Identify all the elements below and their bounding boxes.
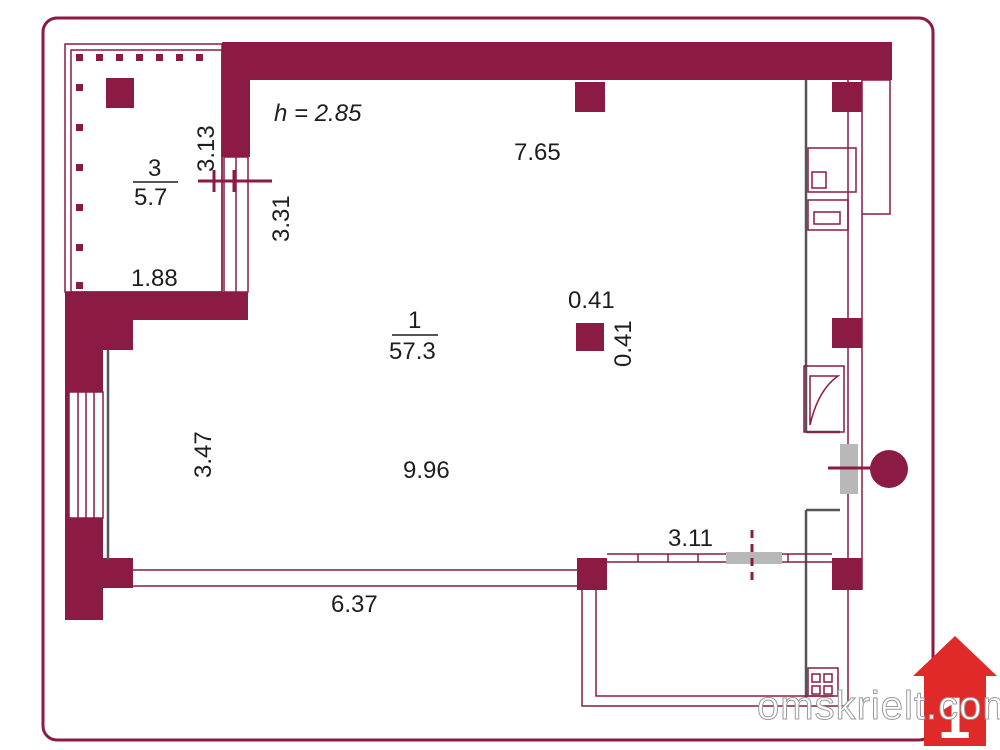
- balcony-door: [726, 530, 782, 584]
- walls: [65, 42, 892, 620]
- wall-left-upper: [222, 42, 250, 157]
- column: [832, 82, 862, 112]
- thin-walls: [106, 80, 840, 700]
- dimension-label: 0.41: [568, 287, 615, 314]
- dimension-label: 3.11: [668, 525, 713, 552]
- loggia-lower-right: [581, 590, 849, 707]
- dimension-label: 9.96: [403, 457, 450, 484]
- balcony-room-3: [64, 43, 223, 293]
- room-number: 3: [148, 155, 161, 182]
- column: [103, 558, 133, 588]
- room-area: 57.3: [389, 338, 436, 365]
- balcony-posts: [76, 54, 203, 289]
- wall-top: [222, 42, 892, 80]
- entrance-door: [828, 444, 908, 494]
- door-marker: [198, 170, 272, 192]
- dimension-label: 3.31: [268, 195, 295, 242]
- column: [575, 82, 605, 112]
- dimension-label: 3.13: [193, 125, 220, 172]
- brand-logo: 1: [913, 636, 997, 750]
- window-left: [68, 391, 104, 519]
- doorway-room-3: [223, 156, 249, 293]
- column: [577, 558, 607, 590]
- website-watermark: omskrielt.com: [757, 684, 1000, 728]
- ceiling-height: h = 2.85: [274, 100, 362, 127]
- dimension-label: 0.41: [610, 320, 637, 367]
- column-center: [576, 323, 604, 351]
- dimension-label: 1.88: [131, 265, 178, 292]
- dimension-label: 7.65: [514, 139, 561, 166]
- column: [832, 558, 862, 590]
- dimension-label: 6.37: [331, 591, 378, 618]
- plan-frame: [41, 16, 935, 742]
- wall-bottom: [133, 553, 832, 587]
- logo-digit: 1: [938, 686, 970, 750]
- room-area: 5.7: [134, 184, 167, 211]
- wall-right: [803, 79, 891, 590]
- column: [103, 320, 133, 350]
- column: [106, 78, 134, 108]
- room-number: 1: [408, 307, 421, 334]
- dimension-label: 3.47: [190, 431, 217, 478]
- column: [832, 318, 862, 348]
- entrance-marker: [870, 450, 908, 488]
